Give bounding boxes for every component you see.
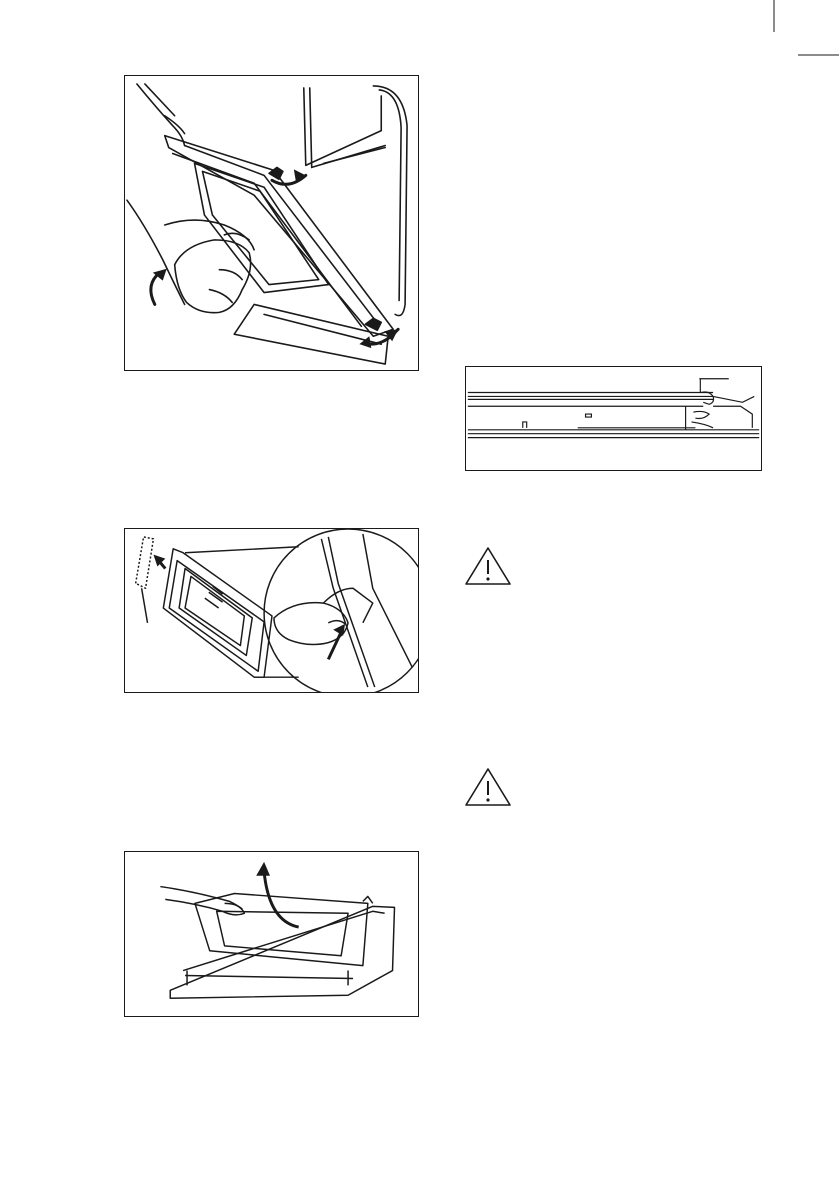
rail-cross-section-figure [465, 366, 762, 471]
inner-glass-lift-illustration [125, 852, 418, 1016]
rail-cross-section-illustration [466, 367, 761, 470]
door-glass-removal-figure [124, 75, 419, 371]
door-glass-removal-illustration [125, 76, 418, 370]
glass-panel-lift-illustration [125, 529, 418, 692]
glass-panel-lift-figure [124, 528, 419, 693]
inner-glass-lift-figure [124, 851, 419, 1017]
warning-triangle-icon [464, 767, 512, 807]
warning-triangle-icon [464, 546, 512, 586]
